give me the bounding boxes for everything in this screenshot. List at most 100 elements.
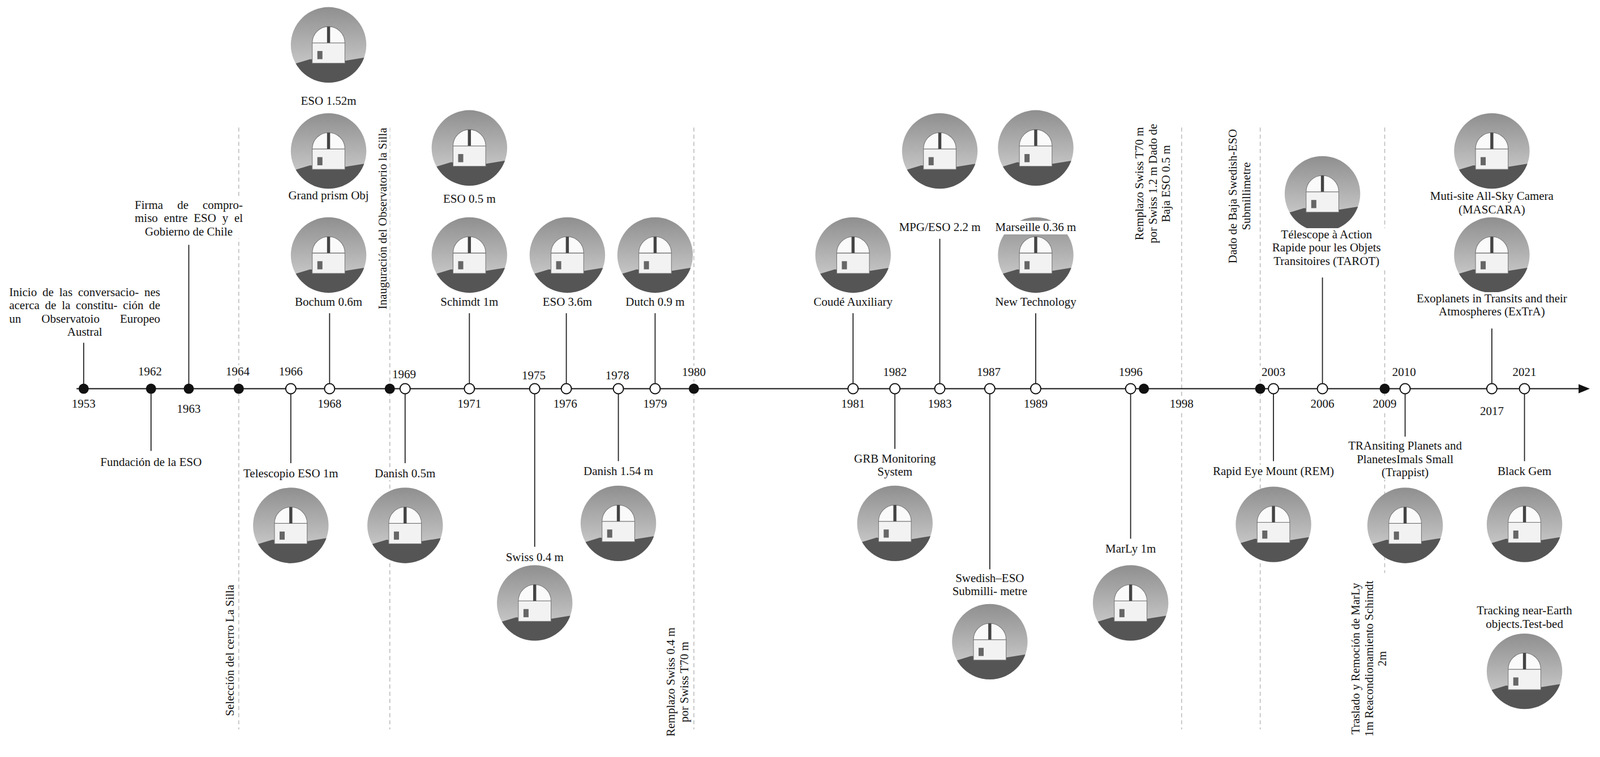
telescope-dots bbox=[285, 383, 1530, 394]
leader-line bbox=[534, 388, 536, 547]
telescope-caption: ESO 1.52m bbox=[299, 94, 359, 109]
year-label: 1983 bbox=[926, 397, 954, 411]
leader-line bbox=[1524, 388, 1526, 462]
telescope-dot bbox=[934, 383, 945, 394]
telescope-caption: Muti-site All-Sky Camera (MASCARA) bbox=[1418, 189, 1565, 217]
dashed-line bbox=[1181, 127, 1182, 729]
telescope-dot bbox=[561, 383, 572, 394]
vertical-note: Remplazo Swiss T70 m por Swiss 1.2 m Dad… bbox=[1133, 118, 1174, 250]
event-dot bbox=[183, 383, 195, 394]
vertical-note: Traslado y Remoción de MarLy 1m Reacondi… bbox=[1349, 572, 1390, 744]
year-label: 1982 bbox=[881, 365, 909, 380]
telescope-dot bbox=[613, 383, 624, 394]
telescope-photo bbox=[430, 216, 509, 294]
year-label: 1966 bbox=[277, 365, 305, 379]
telescope-dot bbox=[1400, 383, 1411, 394]
telescope-caption: Coudé Auxiliary bbox=[812, 295, 895, 310]
telescope-photo bbox=[289, 112, 368, 190]
telescope-dot bbox=[400, 383, 411, 394]
telescope-dot bbox=[1519, 383, 1530, 394]
telescope-dot bbox=[1317, 383, 1328, 394]
telescope-dot bbox=[847, 383, 859, 394]
telescope-photo bbox=[616, 216, 694, 294]
telescope-caption: Marseille 0.36 m bbox=[993, 220, 1079, 235]
telescope-dot bbox=[529, 383, 540, 394]
telescope-photo bbox=[856, 484, 934, 563]
leader-line bbox=[565, 312, 568, 389]
telescope-dot bbox=[1486, 383, 1497, 394]
telescope-caption: Rapid Eye Mount (REM) bbox=[1211, 464, 1336, 479]
telescope-dot bbox=[324, 383, 335, 394]
telescope-caption: Black Gem bbox=[1495, 464, 1554, 479]
year-label: 1964 bbox=[224, 365, 252, 379]
leader-line bbox=[290, 388, 292, 464]
leader-line bbox=[1035, 312, 1037, 389]
telescope-dot bbox=[1030, 383, 1041, 394]
year-label: 1976 bbox=[551, 397, 579, 411]
telescope-caption: Télescope à Action Rapide pour les Objet… bbox=[1263, 228, 1390, 269]
telescope-photo bbox=[495, 563, 574, 642]
year-label: 1968 bbox=[315, 397, 343, 411]
leader-line bbox=[1130, 388, 1132, 539]
year-label: 1969 bbox=[390, 367, 418, 382]
leader-line bbox=[188, 244, 190, 389]
year-label: 2006 bbox=[1309, 397, 1337, 411]
year-label: 1963 bbox=[175, 402, 203, 416]
leader-line bbox=[1491, 328, 1493, 389]
event-dot bbox=[1255, 383, 1266, 394]
year-label: 1978 bbox=[603, 369, 632, 383]
telescope-dot bbox=[889, 383, 900, 394]
telescope-photo bbox=[814, 216, 892, 294]
year-label: 2009 bbox=[1371, 397, 1399, 411]
year-label: 1971 bbox=[455, 397, 483, 411]
vertical-note: Dado de Baja Swedish-ESO Submillimetre bbox=[1226, 119, 1254, 272]
year-label: 1979 bbox=[641, 397, 669, 411]
telescope-caption: ESO 3.6m bbox=[541, 295, 595, 310]
vertical-note: Remplazo Swiss 0.4 m por Swiss T70 m bbox=[664, 618, 692, 745]
telescope-dot bbox=[984, 383, 995, 394]
year-label: 1981 bbox=[839, 397, 867, 411]
year-label: 2010 bbox=[1390, 365, 1418, 380]
telescope-photo bbox=[901, 112, 979, 190]
telescope-dot bbox=[649, 383, 660, 394]
dashed-line bbox=[1259, 127, 1261, 729]
time-axis bbox=[76, 388, 1582, 390]
telescope-caption: Dutch 0.9 m bbox=[623, 295, 686, 310]
telescope-caption: GRB Monitoring System bbox=[842, 452, 948, 479]
telescope-caption: Tracking near-Earth objects.Test-bed bbox=[1461, 603, 1587, 631]
telescope-caption: Telescopio ESO 1m bbox=[241, 466, 341, 481]
year-label: 1987 bbox=[975, 365, 1003, 380]
event-dot bbox=[78, 383, 89, 394]
year-label: 1962 bbox=[136, 365, 164, 379]
leader-line bbox=[618, 388, 620, 462]
dashed-line bbox=[693, 127, 694, 729]
telescope-caption: Fundación de la ESO bbox=[98, 455, 204, 470]
event-note: Inicio de las conversacio- nes acerca de… bbox=[7, 285, 162, 340]
dashed-separators bbox=[238, 127, 1385, 729]
leader-line bbox=[654, 312, 656, 389]
event-dot bbox=[146, 383, 157, 394]
telescope-caption: Danish 1.54 m bbox=[581, 464, 655, 479]
leader-line bbox=[894, 388, 896, 449]
telescope-dot bbox=[1268, 383, 1279, 394]
dashed-line bbox=[389, 127, 390, 729]
event-note: Firma de compro- miso entre ESO y el Gob… bbox=[133, 198, 245, 239]
year-label: 1980 bbox=[680, 365, 708, 380]
telescope-caption: TRAnsiting Planets and PlanetesImals Sma… bbox=[1336, 439, 1473, 480]
telescope-photo bbox=[1452, 216, 1531, 294]
telescope-caption: Bochum 0.6m bbox=[293, 295, 364, 310]
event-dot bbox=[233, 383, 244, 394]
leader-lines bbox=[83, 238, 1525, 570]
telescope-caption: Swiss 0.4 m bbox=[504, 550, 566, 565]
telescope-caption: Grand prism Obj bbox=[286, 189, 371, 203]
telescope-photo bbox=[1234, 485, 1313, 564]
telescope-photo bbox=[579, 484, 658, 563]
telescope-photo bbox=[430, 109, 509, 187]
telescope-photo bbox=[528, 216, 607, 294]
telescope-dot bbox=[285, 383, 297, 394]
telescope-caption: MarLy 1m bbox=[1103, 542, 1158, 556]
leader-line bbox=[1404, 388, 1406, 437]
telescope-caption: ESO 0.5 m bbox=[441, 192, 498, 207]
year-label: 1975 bbox=[520, 369, 548, 383]
